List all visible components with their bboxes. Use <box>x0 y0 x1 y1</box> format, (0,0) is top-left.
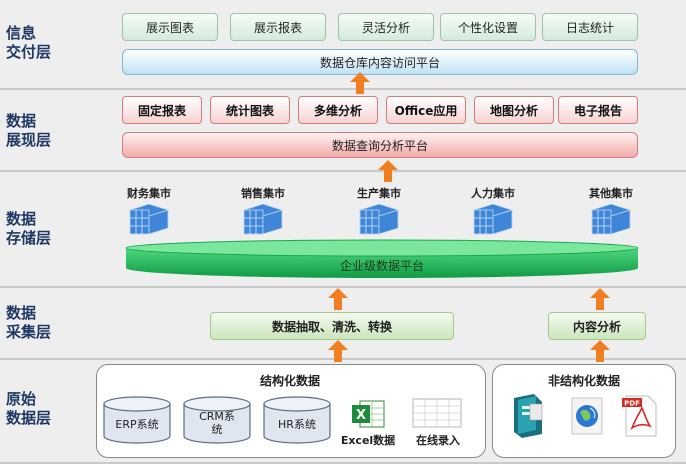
data-mart-cube-icon <box>588 202 634 236</box>
presentation-platform: 数据查询分析平台 <box>122 132 638 158</box>
database-icon <box>262 396 332 444</box>
etl-process-box: 数据抽取、清洗、转换 <box>210 312 454 340</box>
erp-system-label: ERP系统 <box>115 418 159 431</box>
arrow-up-icon <box>590 288 610 310</box>
presentation-item-olap: 多维分析 <box>298 96 378 124</box>
delivery-item-personalization: 个性化设置 <box>440 13 536 41</box>
database-icon <box>102 396 172 444</box>
hr-system-label: HR系统 <box>278 418 316 431</box>
layer-label-storage: 数据存储层 <box>6 210 52 247</box>
presentation-item-e-report: 电子报告 <box>558 96 638 124</box>
layer-label-presentation: 数据展现层 <box>6 112 52 149</box>
book-icon <box>508 392 548 442</box>
svg-text:PDF: PDF <box>624 400 640 408</box>
layer-label-raw: 原始数据层 <box>6 390 52 427</box>
database-icon <box>182 396 252 444</box>
presentation-item-stat-charts: 统计图表 <box>210 96 290 124</box>
arrow-up-icon <box>350 72 370 94</box>
arrow-up-icon <box>328 288 348 310</box>
data-mart-cube-icon <box>356 202 402 236</box>
crm-system-label: CRM系统 <box>199 410 235 436</box>
content-analysis-box: 内容分析 <box>548 312 646 340</box>
mart-label-production: 生产集市 <box>357 187 401 200</box>
mart-label-sales: 销售集市 <box>241 187 285 200</box>
delivery-platform: 数据仓库内容访问平台 <box>122 49 638 75</box>
svg-text:X: X <box>356 408 366 423</box>
presentation-item-fixed-report: 固定报表 <box>122 96 202 124</box>
unstructured-data-title: 非结构化数据 <box>547 374 620 388</box>
data-mart-cube-icon <box>470 202 516 236</box>
arrow-up-icon <box>328 340 348 362</box>
mart-label-hr: 人力集市 <box>471 187 515 200</box>
excel-data-label: Excel数据 <box>340 434 396 447</box>
presentation-item-map-analysis: 地图分析 <box>474 96 554 124</box>
layer-label-delivery: 信息交付层 <box>6 24 52 61</box>
arrow-up-icon <box>590 340 610 362</box>
mart-label-finance: 财务集市 <box>127 187 171 200</box>
globe-icon <box>566 394 608 440</box>
layer-label-collection: 数据采集层 <box>6 304 52 341</box>
delivery-item-charts: 展示图表 <box>122 13 218 41</box>
enterprise-platform-disc <box>124 238 640 286</box>
delivery-item-reports: 展示报表 <box>230 13 326 41</box>
structured-data-title: 结构化数据 <box>259 374 320 388</box>
arrow-up-icon <box>378 160 398 182</box>
delivery-item-log-stats: 日志统计 <box>542 13 638 41</box>
data-mart-cube-icon <box>240 202 286 236</box>
mart-label-other: 其他集市 <box>589 187 633 200</box>
online-entry-label: 在线录入 <box>416 434 460 447</box>
presentation-item-office: Office应用 <box>386 96 466 124</box>
excel-icon: X <box>350 398 386 434</box>
delivery-item-flexible-analysis: 灵活分析 <box>338 13 434 41</box>
enterprise-platform-label: 企业级数据平台 <box>339 259 424 273</box>
data-mart-cube-icon <box>126 202 172 236</box>
online-form-icon <box>412 398 462 432</box>
pdf-icon: PDF <box>620 394 660 442</box>
